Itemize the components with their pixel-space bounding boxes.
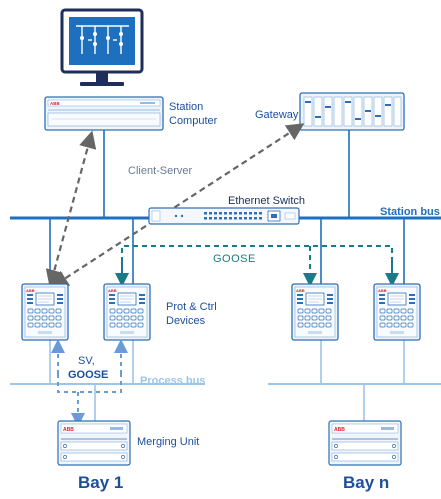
goose-process-label: GOOSE (68, 369, 108, 381)
client-server-label: Client-Server (128, 165, 193, 177)
prot-ctrl-label-line2: Devices (166, 315, 206, 327)
station-bus-label: Station bus (380, 206, 440, 218)
gateway-icon (299, 92, 405, 131)
client-server-arrow (45, 130, 97, 288)
goose-path (121, 245, 393, 280)
prot-ctrl-label: Prot & Ctrl (166, 301, 217, 313)
ied-device-icon (291, 283, 339, 341)
bay1-label: Bay 1 (78, 473, 123, 492)
ied-device-icon (373, 283, 421, 341)
sv-path (57, 374, 122, 393)
bayn-label: Bay n (343, 473, 389, 492)
station-computer-icon: ABB (44, 96, 164, 131)
svg-text:ABB: ABB (50, 101, 60, 106)
client-server-arrow (50, 123, 305, 288)
ethernet-switch-label: Ethernet Switch (228, 195, 305, 207)
gateway-label: Gateway (255, 109, 299, 121)
station-computer-label: Station (169, 101, 203, 113)
ied-device-icon (21, 283, 69, 341)
merging-unit-icon (328, 420, 402, 466)
goose-label: GOOSE (213, 253, 256, 265)
ethernet-switch-icon (148, 207, 300, 225)
hmi-monitor-icon (60, 8, 144, 86)
merging-unit-label: Merging Unit (137, 436, 199, 448)
process-bus-label: Process bus (140, 375, 205, 387)
ied-device-icon (103, 283, 151, 341)
merging-unit-icon (57, 420, 131, 466)
sv-label: SV, (78, 355, 95, 367)
station-computer-label-line2: Computer (169, 115, 218, 127)
